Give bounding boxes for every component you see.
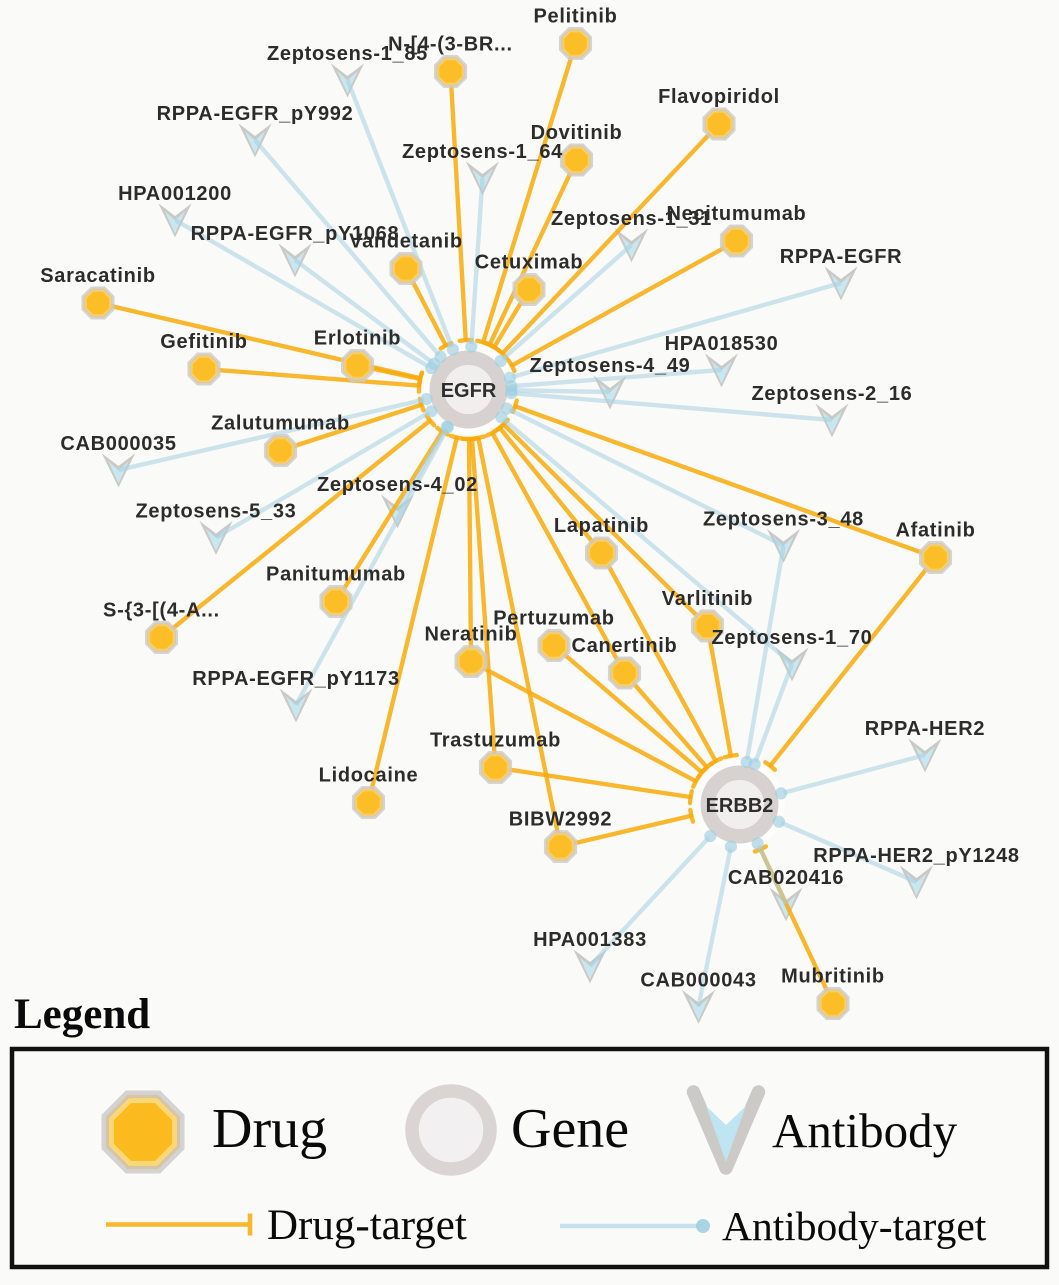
svg-text:Zeptosens-3_48: Zeptosens-3_48 [703,509,864,531]
svg-text:Lapatinib: Lapatinib [554,515,649,537]
svg-text:Antibody: Antibody [772,1103,958,1158]
svg-text:Zeptosens-5_33: Zeptosens-5_33 [136,501,297,523]
svg-text:EGFR: EGFR [441,380,497,402]
svg-text:Panitumumab: Panitumumab [266,564,406,586]
svg-text:BIBW2992: BIBW2992 [509,809,612,831]
svg-text:Zeptosens-4_49: Zeptosens-4_49 [530,355,691,377]
svg-text:Erlotinib: Erlotinib [314,328,401,350]
svg-text:RPPA-EGFR_pY1068: RPPA-EGFR_pY1068 [191,223,400,245]
svg-text:Saracatinib: Saracatinib [40,265,156,287]
svg-text:Afatinib: Afatinib [895,520,975,542]
svg-text:Antibody-target: Antibody-target [722,1203,987,1249]
svg-text:Neratinib: Neratinib [425,624,518,646]
svg-text:CAB000035: CAB000035 [60,433,176,455]
svg-text:RPPA-HER2_pY1248: RPPA-HER2_pY1248 [813,845,1019,867]
svg-text:HPA001383: HPA001383 [533,929,647,951]
svg-text:Gefitinib: Gefitinib [160,331,247,353]
svg-text:Zeptosens-1_85: Zeptosens-1_85 [267,43,428,65]
svg-text:Varlitinib: Varlitinib [662,588,753,610]
svg-text:RPPA-EGFR_pY992: RPPA-EGFR_pY992 [157,103,354,125]
svg-text:Zeptosens-1_31: Zeptosens-1_31 [551,208,712,230]
svg-text:ERBB2: ERBB2 [706,795,774,817]
svg-text:RPPA-EGFR: RPPA-EGFR [780,246,903,268]
svg-text:Zeptosens-1_70: Zeptosens-1_70 [712,627,873,649]
svg-text:Flavopiridol: Flavopiridol [658,86,780,108]
svg-text:RPPA-HER2: RPPA-HER2 [865,718,985,740]
svg-text:Trastuzumab: Trastuzumab [430,730,561,752]
svg-text:CAB000043: CAB000043 [640,970,756,992]
svg-text:Legend: Legend [14,991,150,1038]
svg-text:Zalutumumab: Zalutumumab [211,413,350,435]
svg-text:Vandetanib: Vandetanib [349,231,463,253]
svg-text:CAB020416: CAB020416 [728,867,844,889]
svg-text:Canertinib: Canertinib [572,635,678,657]
svg-text:Zeptosens-4_02: Zeptosens-4_02 [317,474,478,496]
svg-text:S-{3-[(4-A...: S-{3-[(4-A... [103,600,220,622]
svg-text:Lidocaine: Lidocaine [319,765,419,787]
svg-text:Pelitinib: Pelitinib [533,6,617,28]
svg-text:HPA001200: HPA001200 [118,183,232,205]
svg-text:Drug: Drug [212,1098,327,1160]
svg-text:Drug-target: Drug-target [267,1202,467,1249]
svg-text:Mubritinib: Mubritinib [781,966,885,988]
svg-text:Zeptosens-2_16: Zeptosens-2_16 [752,383,913,405]
svg-text:Zeptosens-1_64: Zeptosens-1_64 [402,141,563,163]
svg-text:Cetuximab: Cetuximab [475,252,584,274]
svg-text:Dovitinib: Dovitinib [531,122,623,144]
svg-text:Gene: Gene [511,1098,629,1160]
svg-text:Necitumumab: Necitumumab [667,203,807,225]
svg-text:N-[4-(3-BR...: N-[4-(3-BR... [388,34,513,56]
svg-text:HPA018530: HPA018530 [665,333,779,355]
svg-text:Pertuzumab: Pertuzumab [493,608,614,630]
svg-text:RPPA-EGFR_pY1173: RPPA-EGFR_pY1173 [192,668,400,690]
